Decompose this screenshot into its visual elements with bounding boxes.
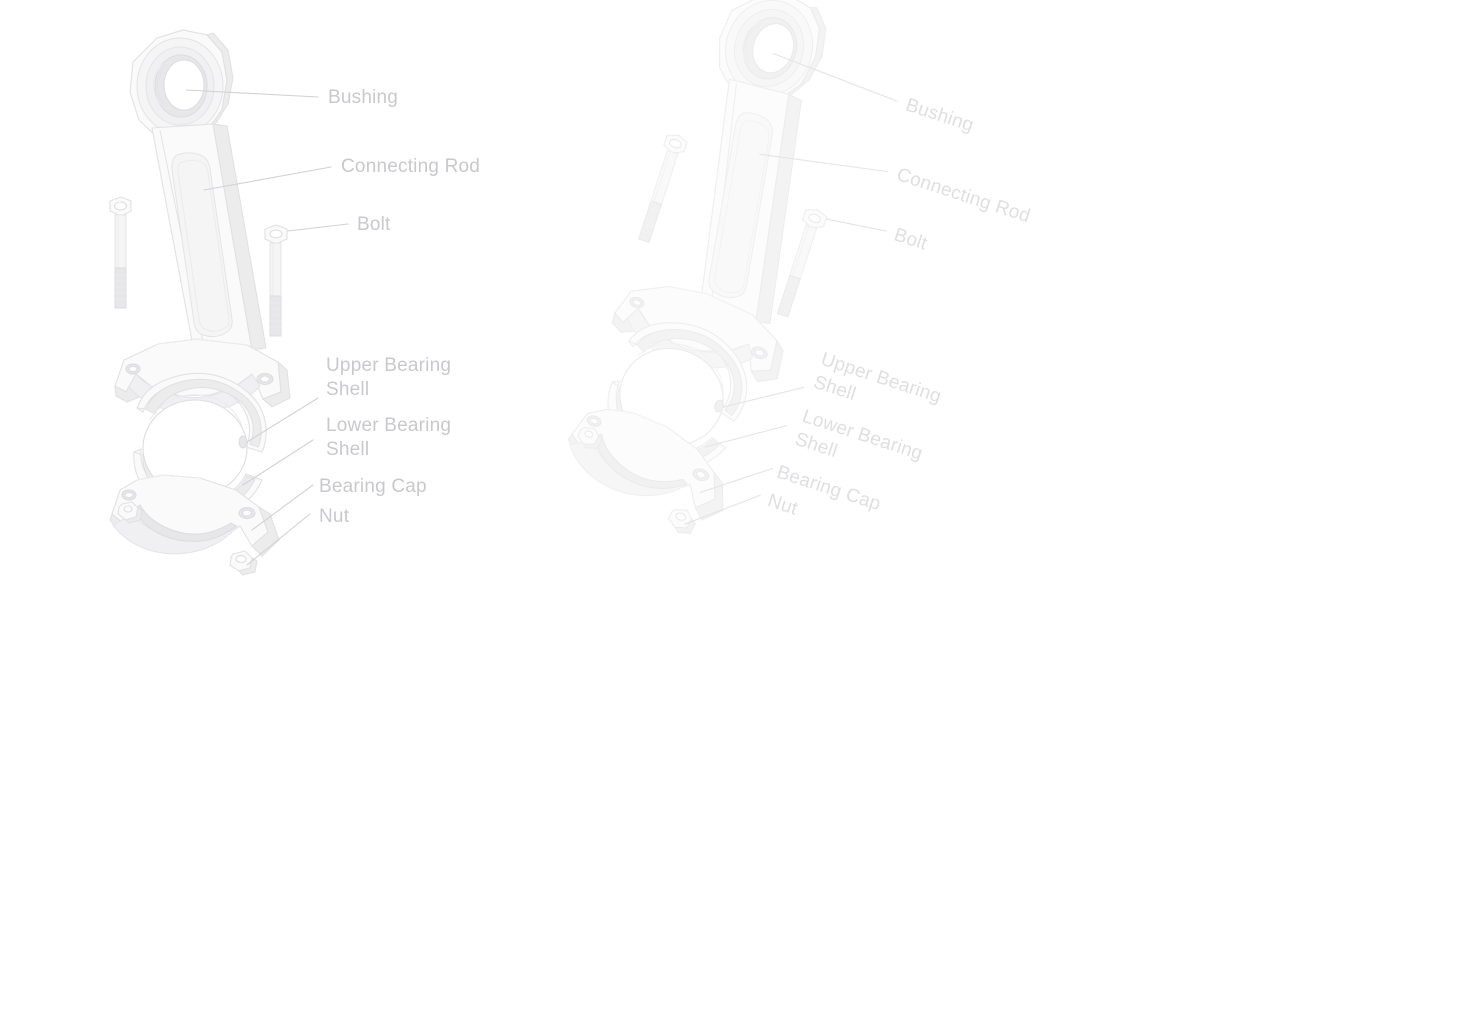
callout-leaders: [185, 89, 349, 566]
label-bolt-secondary: Bolt: [891, 224, 930, 254]
leader-lower-bearing-shell: [242, 439, 314, 486]
callout-labels: Bushing Connecting Rod Bolt Upper Bearin…: [319, 87, 480, 527]
leader-bushing: [185, 89, 319, 98]
callout-leaders-secondary: [684, 53, 898, 525]
leader-bearing-cap: [251, 484, 314, 531]
label-lower-bearing-shell-line2: Shell: [326, 439, 369, 460]
leader-connecting-rod: [203, 166, 332, 191]
label-nut-secondary: Nut: [765, 490, 801, 519]
connecting-rod-diagram-secondary: Bushing Connecting Rod Bolt Upper Bearin…: [414, 0, 1480, 1015]
connecting-rod-geometry-secondary: [550, 0, 892, 548]
label-upper-bearing-shell-line2: Shell: [326, 379, 369, 400]
leader-lower-bearing-shell-secondary: [705, 425, 787, 448]
label-bushing: Bushing: [328, 87, 398, 108]
label-connecting-rod-secondary: Connecting Rod: [894, 164, 1033, 227]
label-upper-bearing-shell-line1: Upper Bearing: [326, 355, 451, 376]
connecting-rod-geometry: [109, 29, 291, 576]
label-connecting-rod: Connecting Rod: [341, 156, 480, 177]
label-bushing-secondary: Bushing: [903, 95, 976, 137]
label-nut: Nut: [319, 506, 350, 527]
leader-bushing-secondary: [772, 53, 898, 102]
connecting-rod-diagram-primary: Bushing Connecting Rod Bolt Upper Bearin…: [109, 29, 480, 576]
leader-upper-bearing-shell-secondary: [722, 386, 805, 408]
label-bearing-cap: Bearing Cap: [319, 476, 427, 497]
diagram-canvas: Bushing Connecting Rod Bolt Upper Bearin…: [109, 0, 1033, 576]
label-lower-bearing-shell-line1: Lower Bearing: [326, 415, 451, 436]
leader-bolt-secondary: [826, 218, 887, 232]
leader-bolt: [287, 223, 349, 232]
leader-nut-secondary: [684, 494, 761, 525]
callout-labels-secondary: Bushing Connecting Rod Bolt Upper Bearin…: [765, 95, 1033, 520]
leader-nut: [246, 513, 311, 566]
label-bolt: Bolt: [357, 214, 391, 235]
leader-connecting-rod-secondary: [759, 153, 889, 173]
leader-bearing-cap-secondary: [699, 467, 773, 494]
leader-upper-bearing-shell: [246, 397, 319, 443]
